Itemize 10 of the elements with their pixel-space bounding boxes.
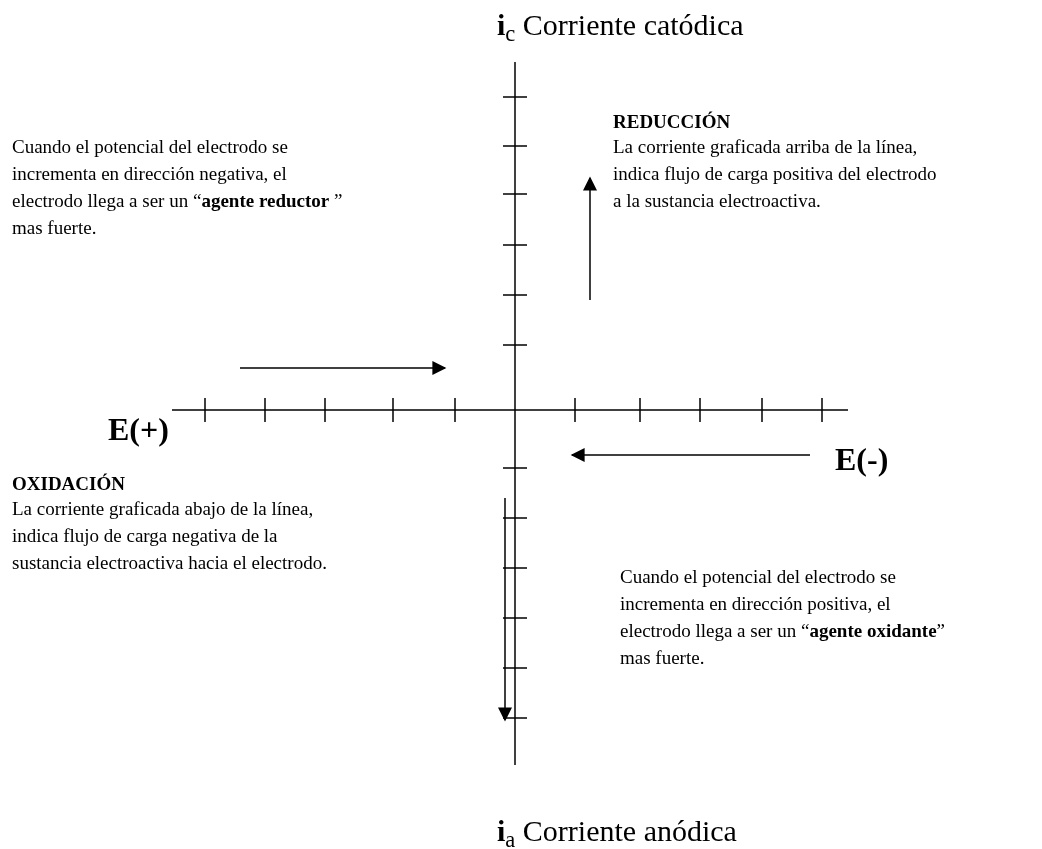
section-heading: OXIDACIÓN bbox=[12, 472, 125, 496]
description-text: Cuando el potencial del electrodo se incrementa en dirección positiva, el electrodo llega a ser un “agente oxidante” mas fuerte. bbox=[620, 565, 946, 670]
axis-title: i$_{c}$ Corriente catódica bbox=[497, 7, 744, 47]
description-text: La corriente graficada arriba de la línea, indica flujo de carga positiva del electrodo a la sustancia electroactiva. bbox=[613, 135, 938, 213]
description-text: Cuando el potencial del electrodo se incrementa en dirección negativa, el electrodo llega a ser un “agente reductor ” mas fuerte. bbox=[12, 135, 344, 240]
description-text: La corriente graficada abajo de la línea, indica flujo de carga negativa de la sustancia electroactiva hacia el electrodo. bbox=[12, 497, 328, 575]
axis-label: E(-) bbox=[835, 440, 889, 479]
axis-label: E(+) bbox=[108, 410, 169, 449]
section-heading: REDUCCIÓN bbox=[613, 110, 731, 134]
axis-title: i$_{a}$ Corriente anódica bbox=[497, 813, 737, 849]
